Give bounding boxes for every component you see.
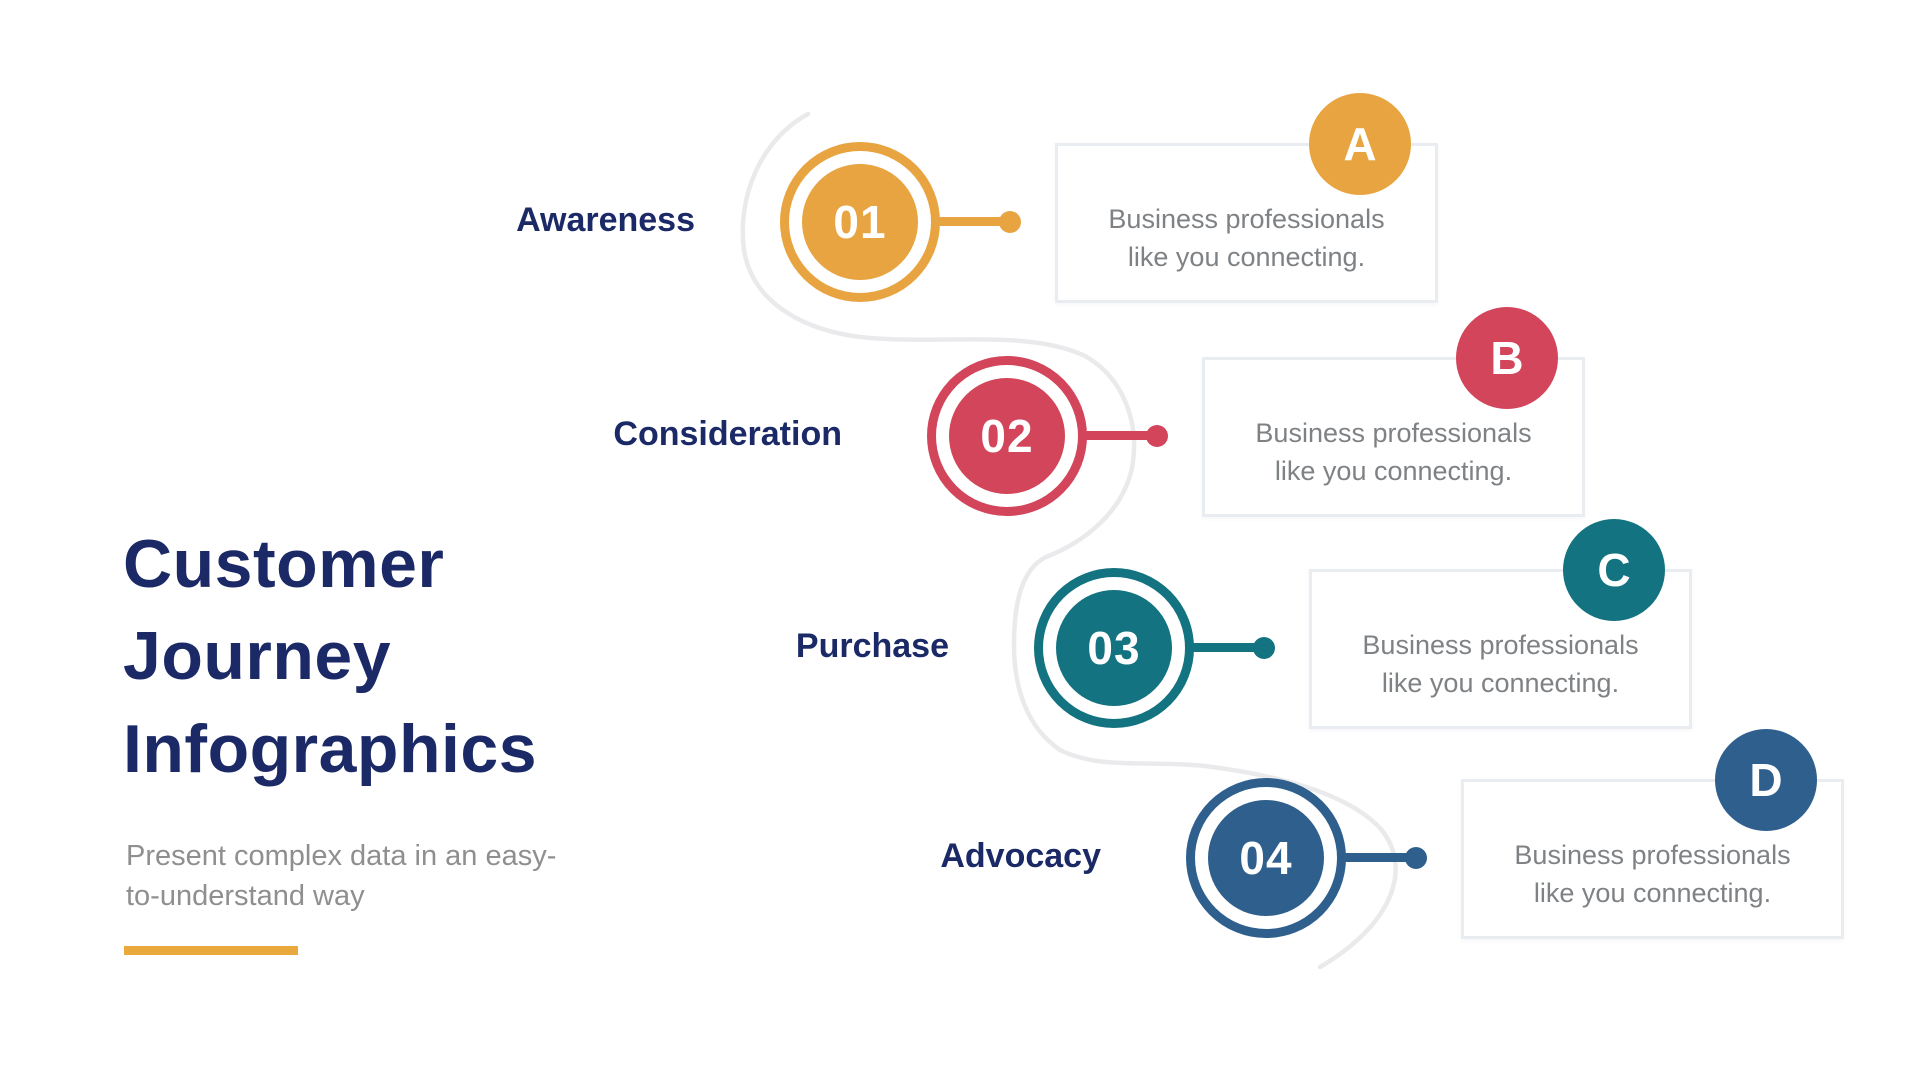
page-title: Customer Journey Infographics: [123, 518, 743, 795]
connector-dot: [1253, 637, 1275, 659]
step-description: Business professionals like you connecti…: [1255, 418, 1532, 486]
step-label: Advocacy: [940, 837, 1101, 875]
step-label: Awareness: [516, 201, 695, 239]
step-letter: B: [1490, 332, 1524, 384]
step-consideration: Consideration 02 B Business professional…: [613, 307, 1585, 517]
step-letter-badge: A: [1309, 93, 1411, 195]
step-number: 02: [980, 410, 1034, 462]
connector-dot: [1146, 425, 1168, 447]
step-number-circle: 02: [949, 378, 1065, 494]
step-purchase: Purchase 03 C Business professionals lik…: [796, 519, 1692, 729]
step-card: C Business professionals like you connec…: [1309, 519, 1692, 729]
step-letter: A: [1343, 118, 1377, 170]
title-line-3: Infographics: [123, 710, 538, 787]
connector-dot: [1405, 847, 1427, 869]
step-ring: 04: [1186, 778, 1346, 938]
step-card: D Business professionals like you connec…: [1461, 729, 1844, 939]
step-number-circle: 03: [1056, 590, 1172, 706]
step-number: 03: [1087, 622, 1141, 674]
step-description: Business professionals like you connecti…: [1362, 630, 1639, 698]
connector-dot: [999, 211, 1021, 233]
connector-line: [936, 217, 1012, 226]
step-description: Business professionals like you connecti…: [1108, 204, 1385, 272]
step-card: B Business professionals like you connec…: [1202, 307, 1585, 517]
step-letter-badge: B: [1456, 307, 1558, 409]
step-advocacy: Advocacy 04 D Business professionals lik…: [940, 729, 1844, 939]
step-letter: C: [1597, 544, 1631, 596]
connector-line: [1342, 853, 1418, 862]
title-line-2: Journey: [123, 618, 392, 695]
step-label: Consideration: [613, 415, 842, 453]
step-awareness: Awareness 01 A Business professionals li…: [516, 93, 1438, 303]
step-label: Purchase: [795, 627, 949, 665]
step-letter-badge: D: [1715, 729, 1817, 831]
step-letter: D: [1749, 754, 1783, 806]
title-line-1: Customer: [123, 526, 445, 602]
step-description: Business professionals like you connecti…: [1514, 840, 1791, 908]
step-number: 04: [1239, 832, 1293, 884]
step-ring: 03: [1034, 568, 1194, 728]
step-number: 01: [833, 196, 887, 248]
step-card: A Business professionals like you connec…: [1055, 93, 1438, 303]
step-ring: 01: [780, 142, 940, 302]
connector-line: [1083, 431, 1159, 440]
step-number-circle: 01: [802, 164, 918, 280]
step-number-circle: 04: [1208, 800, 1324, 916]
step-letter-badge: C: [1563, 519, 1665, 621]
connector-line: [1190, 643, 1266, 652]
intro-block: Customer Journey Infographics Present co…: [123, 518, 743, 955]
title-accent-bar: [124, 946, 298, 955]
page-subtitle: Present complex data in an easy-to-under…: [126, 840, 557, 913]
step-ring: 02: [927, 356, 1087, 516]
